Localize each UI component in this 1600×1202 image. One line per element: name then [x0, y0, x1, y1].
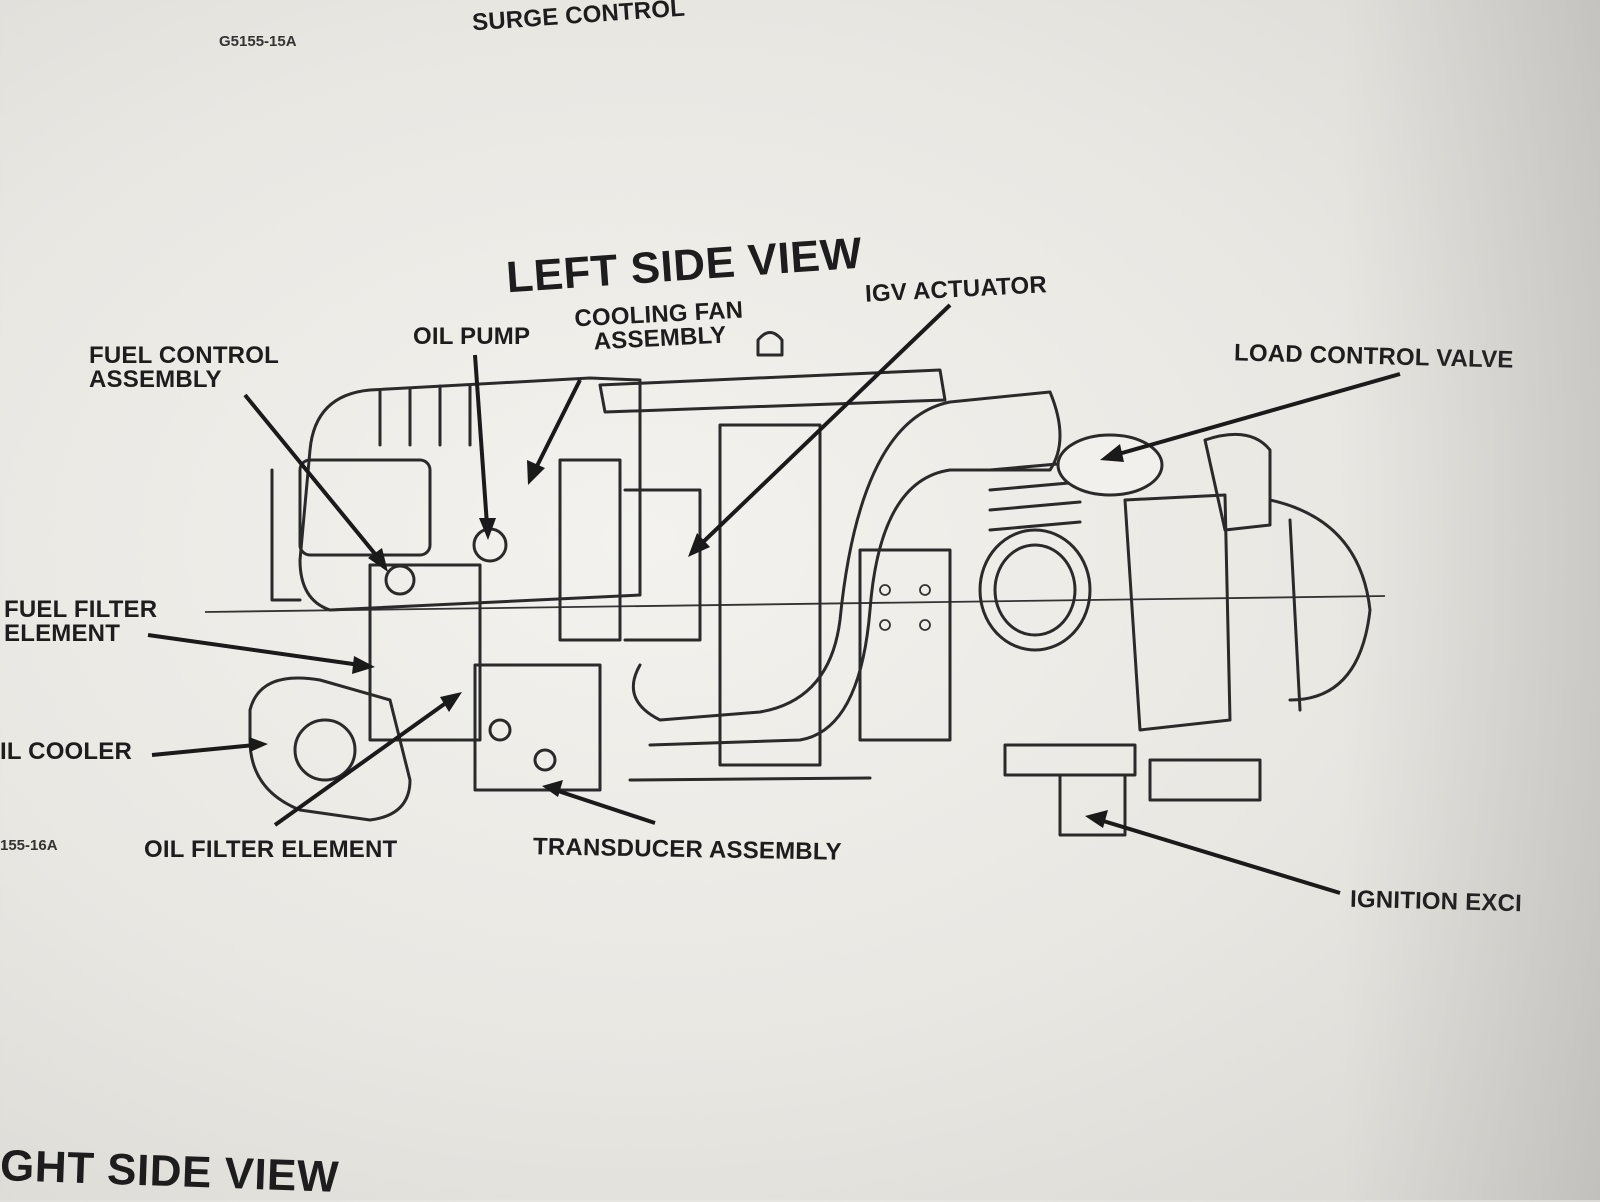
- arrow-oil-filter: [275, 700, 450, 825]
- figure-id-top: G5155-15A: [219, 33, 297, 50]
- bellows: [990, 462, 1080, 530]
- arrow-load-control: [1115, 374, 1400, 455]
- arrow-cooling-fan: [535, 380, 580, 470]
- ignition-bracket: [1005, 745, 1135, 775]
- fan-block: [560, 460, 620, 640]
- arrowhead-transducer: [542, 780, 563, 797]
- intake-ring: [980, 530, 1090, 650]
- panel-left: [300, 460, 430, 555]
- transducer-port-2: [535, 750, 555, 770]
- arrowhead-ignition: [1085, 810, 1108, 828]
- figure-id-left: 155-16A: [0, 837, 58, 854]
- transducer-port-1: [490, 720, 510, 740]
- arrow-igv-actuator: [700, 305, 950, 545]
- arrowhead-cooling-fan: [527, 460, 545, 485]
- fuel-control-valve: [386, 566, 414, 594]
- arrowhead-oil-pump: [479, 518, 496, 540]
- arrow-fuel-control: [245, 395, 380, 560]
- housing-right: [1125, 495, 1230, 730]
- frame-mid: [720, 425, 820, 765]
- label-oil-cooler: IL COOLER: [0, 738, 133, 765]
- bolt-4: [920, 620, 930, 630]
- ignition-exciter-box: [1060, 775, 1125, 835]
- top-rail: [600, 370, 945, 412]
- leader-arrows: [148, 305, 1400, 893]
- top-fitting: [758, 333, 782, 356]
- bracket-right: [1150, 760, 1260, 800]
- label-fuel-control-line1: FUEL CONTROL: [89, 342, 279, 369]
- support-plate: [860, 550, 950, 740]
- arrow-ignition: [1100, 820, 1340, 893]
- arrowhead-oil-filter: [440, 692, 462, 712]
- main-duct: [633, 392, 1060, 745]
- label-oil-filter: OIL FILTER ELEMENT: [144, 836, 398, 863]
- arrow-transducer: [555, 790, 655, 823]
- bracket-left: [272, 470, 300, 600]
- label-fuel-filter: FUEL FILTER ELEMENT: [4, 598, 157, 646]
- arrow-fuel-filter: [148, 635, 360, 665]
- arrowhead-fuel-filter: [352, 656, 375, 674]
- centerline: [205, 596, 1385, 612]
- oil-cooler-port: [295, 720, 355, 780]
- oil-cooler-body: [250, 678, 410, 820]
- arrow-oil-cooler: [152, 745, 255, 755]
- transducer-block: [475, 665, 600, 790]
- label-ignition: IGNITION EXCI: [1349, 885, 1523, 918]
- label-cooling-fan: COOLING FAN ASSEMBLY: [574, 297, 745, 356]
- bottom-title-cut: GHT SIDE VIEW: [0, 1141, 340, 1202]
- fuel-filter-body: [370, 565, 480, 740]
- bolt-1: [880, 585, 890, 595]
- exhaust-elbow: [1205, 434, 1270, 530]
- end-dome: [1270, 500, 1370, 700]
- fan-side: [625, 490, 700, 640]
- end-flange: [1290, 520, 1300, 710]
- housing-left: [300, 378, 640, 610]
- intake-ring-inner: [995, 545, 1075, 635]
- arrowhead-load-control: [1100, 444, 1124, 462]
- arrowhead-fuel-control: [368, 548, 388, 572]
- arrow-oil-pump: [475, 355, 487, 525]
- arrowhead-igv-actuator: [688, 533, 710, 557]
- base-line: [630, 778, 870, 780]
- label-fuel-filter-line2: ELEMENT: [4, 620, 121, 647]
- arrowhead-oil-cooler: [249, 737, 268, 752]
- label-transducer: TRANSDUCER ASSEMBLY: [532, 833, 842, 866]
- label-fuel-filter-line1: FUEL FILTER: [4, 596, 158, 623]
- label-fuel-control-line2: ASSEMBLY: [89, 366, 222, 393]
- bolt-2: [920, 585, 930, 595]
- label-oil-pump: OIL PUMP: [413, 323, 531, 350]
- label-fuel-control: FUEL CONTROL ASSEMBLY: [89, 344, 279, 392]
- bolt-3: [880, 620, 890, 630]
